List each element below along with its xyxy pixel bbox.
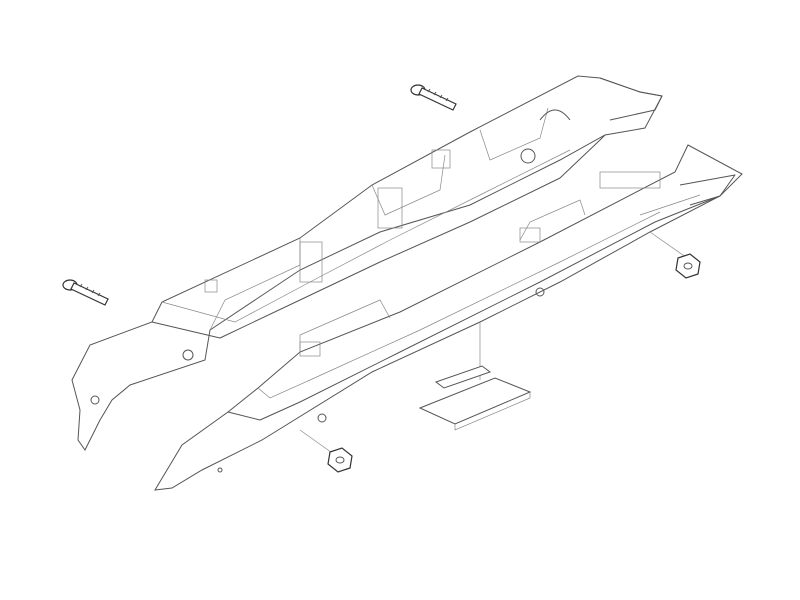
mounting-hole [535,287,545,297]
hex-nut [675,253,701,279]
screw [62,279,109,306]
mounting-hole [317,413,327,423]
upper-frame-rail [71,75,663,451]
base-plate [418,365,532,431]
hex-nut [327,447,353,473]
lower-frame-rail [154,144,743,491]
screw [410,84,457,111]
mounting-hole [182,349,194,361]
mounting-hole [520,148,536,164]
